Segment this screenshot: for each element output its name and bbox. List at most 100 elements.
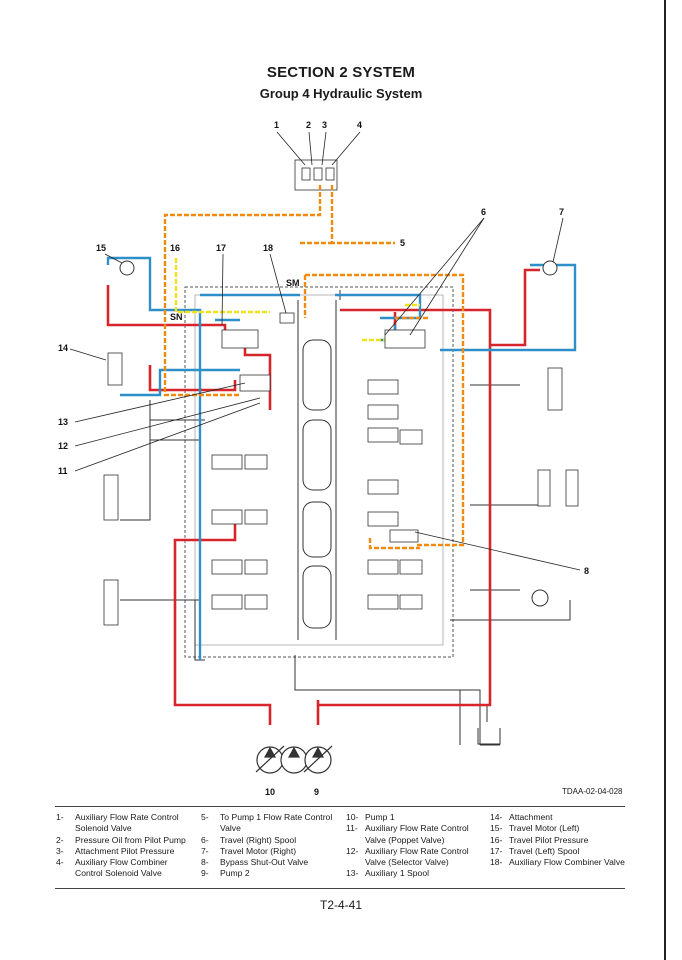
callout-leaders [69,131,581,571]
callout-6: 6 [481,207,486,217]
legend-text: Travel Pilot Pressure [509,834,589,845]
page-number: T2-4-41 [319,898,363,912]
legend-num: 14- [490,812,503,822]
legend-item-13: 13- Auxiliary 1 Spool [346,868,469,879]
legend-num: 2- [56,834,64,845]
port-label-sn: SN [170,312,183,322]
hydraulic-cylinders [103,352,579,626]
legend-num: 6- [201,834,209,845]
legend-item-3: 3- Attachment Pilot Pressure [56,846,186,857]
legend-text: Control Solenoid Valve [75,868,162,879]
callout-5: 5 [400,238,405,248]
legend-item-10: 10- Pump 1 [346,812,469,823]
legend-num: 15- [490,823,503,834]
tank-icon [477,728,501,745]
legend-text: Valve (Poppet Valve) [365,834,445,845]
legend-num: 17- [490,845,503,856]
legend-item-17: 17- Travel (Left) Spool [490,846,625,857]
legend-num: 10- [346,812,359,822]
legend-top-rule [55,806,625,807]
spool-valves [211,312,426,610]
legend-text: Bypass Shut-Out Valve [220,857,309,868]
pumps [255,745,333,774]
legend-text: Attachment [509,812,553,822]
legend-text: Auxiliary Flow Combiner Valve [509,857,625,868]
legend-item-9: 9- Pump 2 [201,868,332,879]
legend-item-15: 15- Travel Motor (Left) [490,823,625,834]
control-valve-inner [194,294,444,646]
pilot-lines [163,185,465,550]
legend-col-3: 10- Pump 1 11- Auxiliary Flow Rate Control… [346,812,469,880]
legend-text: Auxiliary 1 Spool [365,868,430,879]
legend-text: Valve (Selector Valve) [365,857,449,868]
legend-item-7: 7-Travel Motor (Right) [201,846,332,857]
callout-10: 10 [265,787,275,797]
solenoid-block [294,159,338,191]
callout-15: 15 [96,243,106,253]
group-title: Group 4 Hydraulic System [259,86,423,101]
legend-text: Travel (Right) Spool [220,834,297,845]
legend-num: 1- [56,812,64,822]
callout-numbers: 1 2 3 4 5 6 7 8 9 10 11 12 13 14 15 16 1… [58,120,589,797]
center-passage [297,300,337,640]
legend-num: 3- [56,845,64,856]
legend-num: 11- [346,823,358,834]
legend-text: Pump 1 [365,812,395,822]
legend-text: Valve [220,823,241,834]
callout-1: 1 [274,120,279,130]
legend-text: Travel Motor (Left) [509,823,580,834]
legend-text: Pressure Oil from Pilot Pump [75,834,186,845]
legend-num: 9- [201,868,209,879]
callout-17: 17 [216,243,226,253]
legend-num: 4- [56,857,64,868]
legend-text: Auxiliary Flow Rate Control [365,845,469,856]
travel-motors [119,260,558,607]
legend-text: Solenoid Valve [75,823,132,834]
figure-id: TDAA-02-04-028 [562,787,623,796]
callout-4: 4 [357,120,362,130]
callout-9: 9 [314,787,319,797]
legend-text: Travel (Left) Spool [509,845,580,856]
legend-text: Auxiliary Flow Rate Control [365,823,469,834]
legend-num: 16- [490,834,503,845]
callout-11: 11 [58,466,68,476]
control-valve-housing [184,286,454,658]
callout-7: 7 [559,207,564,217]
callout-18: 18 [263,243,273,253]
legend-item-6: 6- Travel (Right) Spool [201,835,332,846]
page-edge-line [664,0,666,960]
callout-12: 12 [58,441,68,451]
legend-text: Pump 2 [220,868,250,879]
legend-item-18: 18- Auxiliary Flow Combiner Valve [490,857,625,868]
callout-3: 3 [322,120,327,130]
callout-2: 2 [306,120,311,130]
legend-item-8: 8-Bypass Shut-Out Valve [201,857,332,868]
legend-num: 18- [490,857,503,868]
legend-text: To Pump 1 Flow Rate Control [220,812,333,822]
legend-col-4: 14- Attachment 15- Travel Motor (Left) 16-… [490,812,625,868]
legend-item-16: 16- Travel Pilot Pressure [490,835,625,846]
port-label-sm: SM [286,278,300,288]
legend-text: Auxiliary Flow Combiner [75,857,168,868]
legend-text: Travel Motor (Right) [220,845,297,856]
travel-pilot-lines [174,258,420,342]
legend-item-14: 14- Attachment [490,812,625,823]
legend-num: 5- [201,812,209,822]
legend-item-2: 2- Pressure Oil from Pilot Pump [56,835,186,846]
drain-lines [120,290,571,746]
callout-14: 14 [58,343,68,353]
section-title: SECTION 2 SYSTEM [266,64,416,81]
legend-text: Auxiliary Flow Rate Control [75,812,179,822]
legend-text: Attachment Pilot Pressure [75,845,175,856]
legend-num: 12- [346,845,359,856]
callout-16: 16 [170,243,180,253]
legend-bottom-rule [55,888,625,889]
legend-num: 13- [346,868,359,879]
